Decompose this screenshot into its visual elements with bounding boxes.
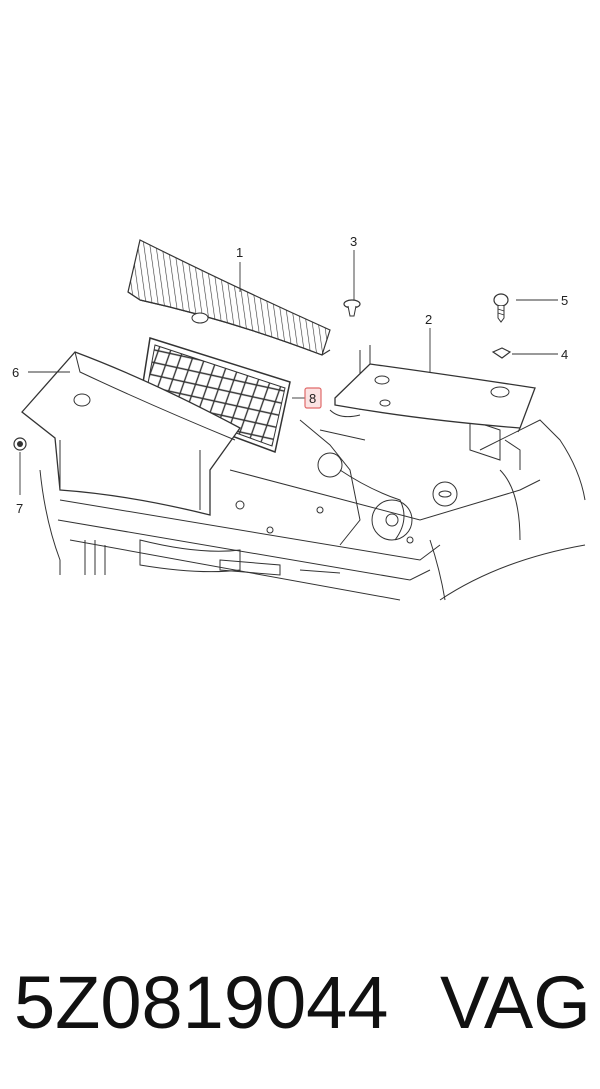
part-7-grommet[interactable] <box>13 437 27 451</box>
callout-2[interactable]: 2 <box>425 312 432 327</box>
svg-text:8: 8 <box>309 391 316 406</box>
part-8-filter[interactable] <box>139 337 291 454</box>
body-structure <box>39 345 586 601</box>
part-3-clip[interactable] <box>343 299 361 317</box>
svg-text:7: 7 <box>16 501 23 516</box>
svg-text:3: 3 <box>350 234 357 249</box>
callout-3[interactable]: 3 <box>350 234 357 249</box>
svg-text:6: 6 <box>12 365 19 380</box>
callout-4[interactable]: 4 <box>561 347 568 362</box>
part-number: 5Z0819044 <box>14 961 389 1044</box>
callout-6[interactable]: 6 <box>12 365 19 380</box>
leader-lines <box>19 250 558 495</box>
svg-text:5: 5 <box>561 293 568 308</box>
part-2-right-cover[interactable] <box>334 363 536 433</box>
callout-8-highlighted[interactable]: 8 <box>304 387 322 409</box>
footer-caption: 5Z0819044 VAG <box>0 950 600 1060</box>
callout-8-highlight-box <box>304 387 322 409</box>
callout-7[interactable]: 7 <box>16 501 23 516</box>
part-4-nut-clip[interactable] <box>491 347 512 359</box>
svg-text:1: 1 <box>236 245 243 260</box>
parts-diagram: 1 2 3 4 5 6 7 8 <box>12 234 586 601</box>
callout-5[interactable]: 5 <box>561 293 568 308</box>
callout-1[interactable]: 1 <box>236 245 243 260</box>
svg-text:2: 2 <box>425 312 432 327</box>
part-6-left-cover[interactable] <box>21 351 241 516</box>
svg-text:4: 4 <box>561 347 568 362</box>
part-5-screw[interactable] <box>493 293 509 323</box>
part-1-grille-cover[interactable] <box>127 239 331 356</box>
brand-label: VAG <box>440 961 591 1044</box>
